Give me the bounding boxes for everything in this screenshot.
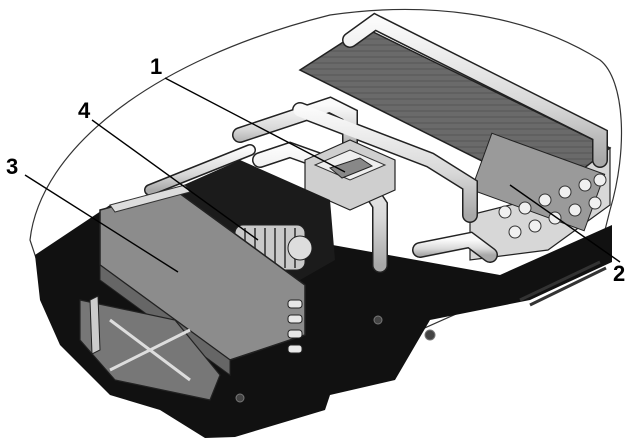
air-filter (79, 295, 221, 401)
callout-label-1: 1 (150, 54, 163, 79)
leader-line-2 (509, 184, 621, 263)
callout-label-4: 4 (78, 98, 91, 123)
evaporator-tube-ends (287, 299, 303, 354)
leader-line-3 (24, 174, 179, 273)
leader-line-4 (91, 119, 259, 241)
leader-line-1 (164, 77, 346, 173)
callout-label-3: 3 (6, 154, 19, 179)
condenser-tube-ends (498, 173, 607, 239)
base-screw-2 (373, 315, 383, 325)
base-screw-3 (235, 393, 245, 403)
expansion-valve-assembly (304, 139, 396, 211)
callout-label-2: 2 (613, 261, 626, 286)
base-ribs (519, 260, 607, 307)
base-screw-1 (424, 329, 436, 341)
outer-shell (29, 8, 623, 401)
callout-leader-lines (24, 77, 621, 273)
